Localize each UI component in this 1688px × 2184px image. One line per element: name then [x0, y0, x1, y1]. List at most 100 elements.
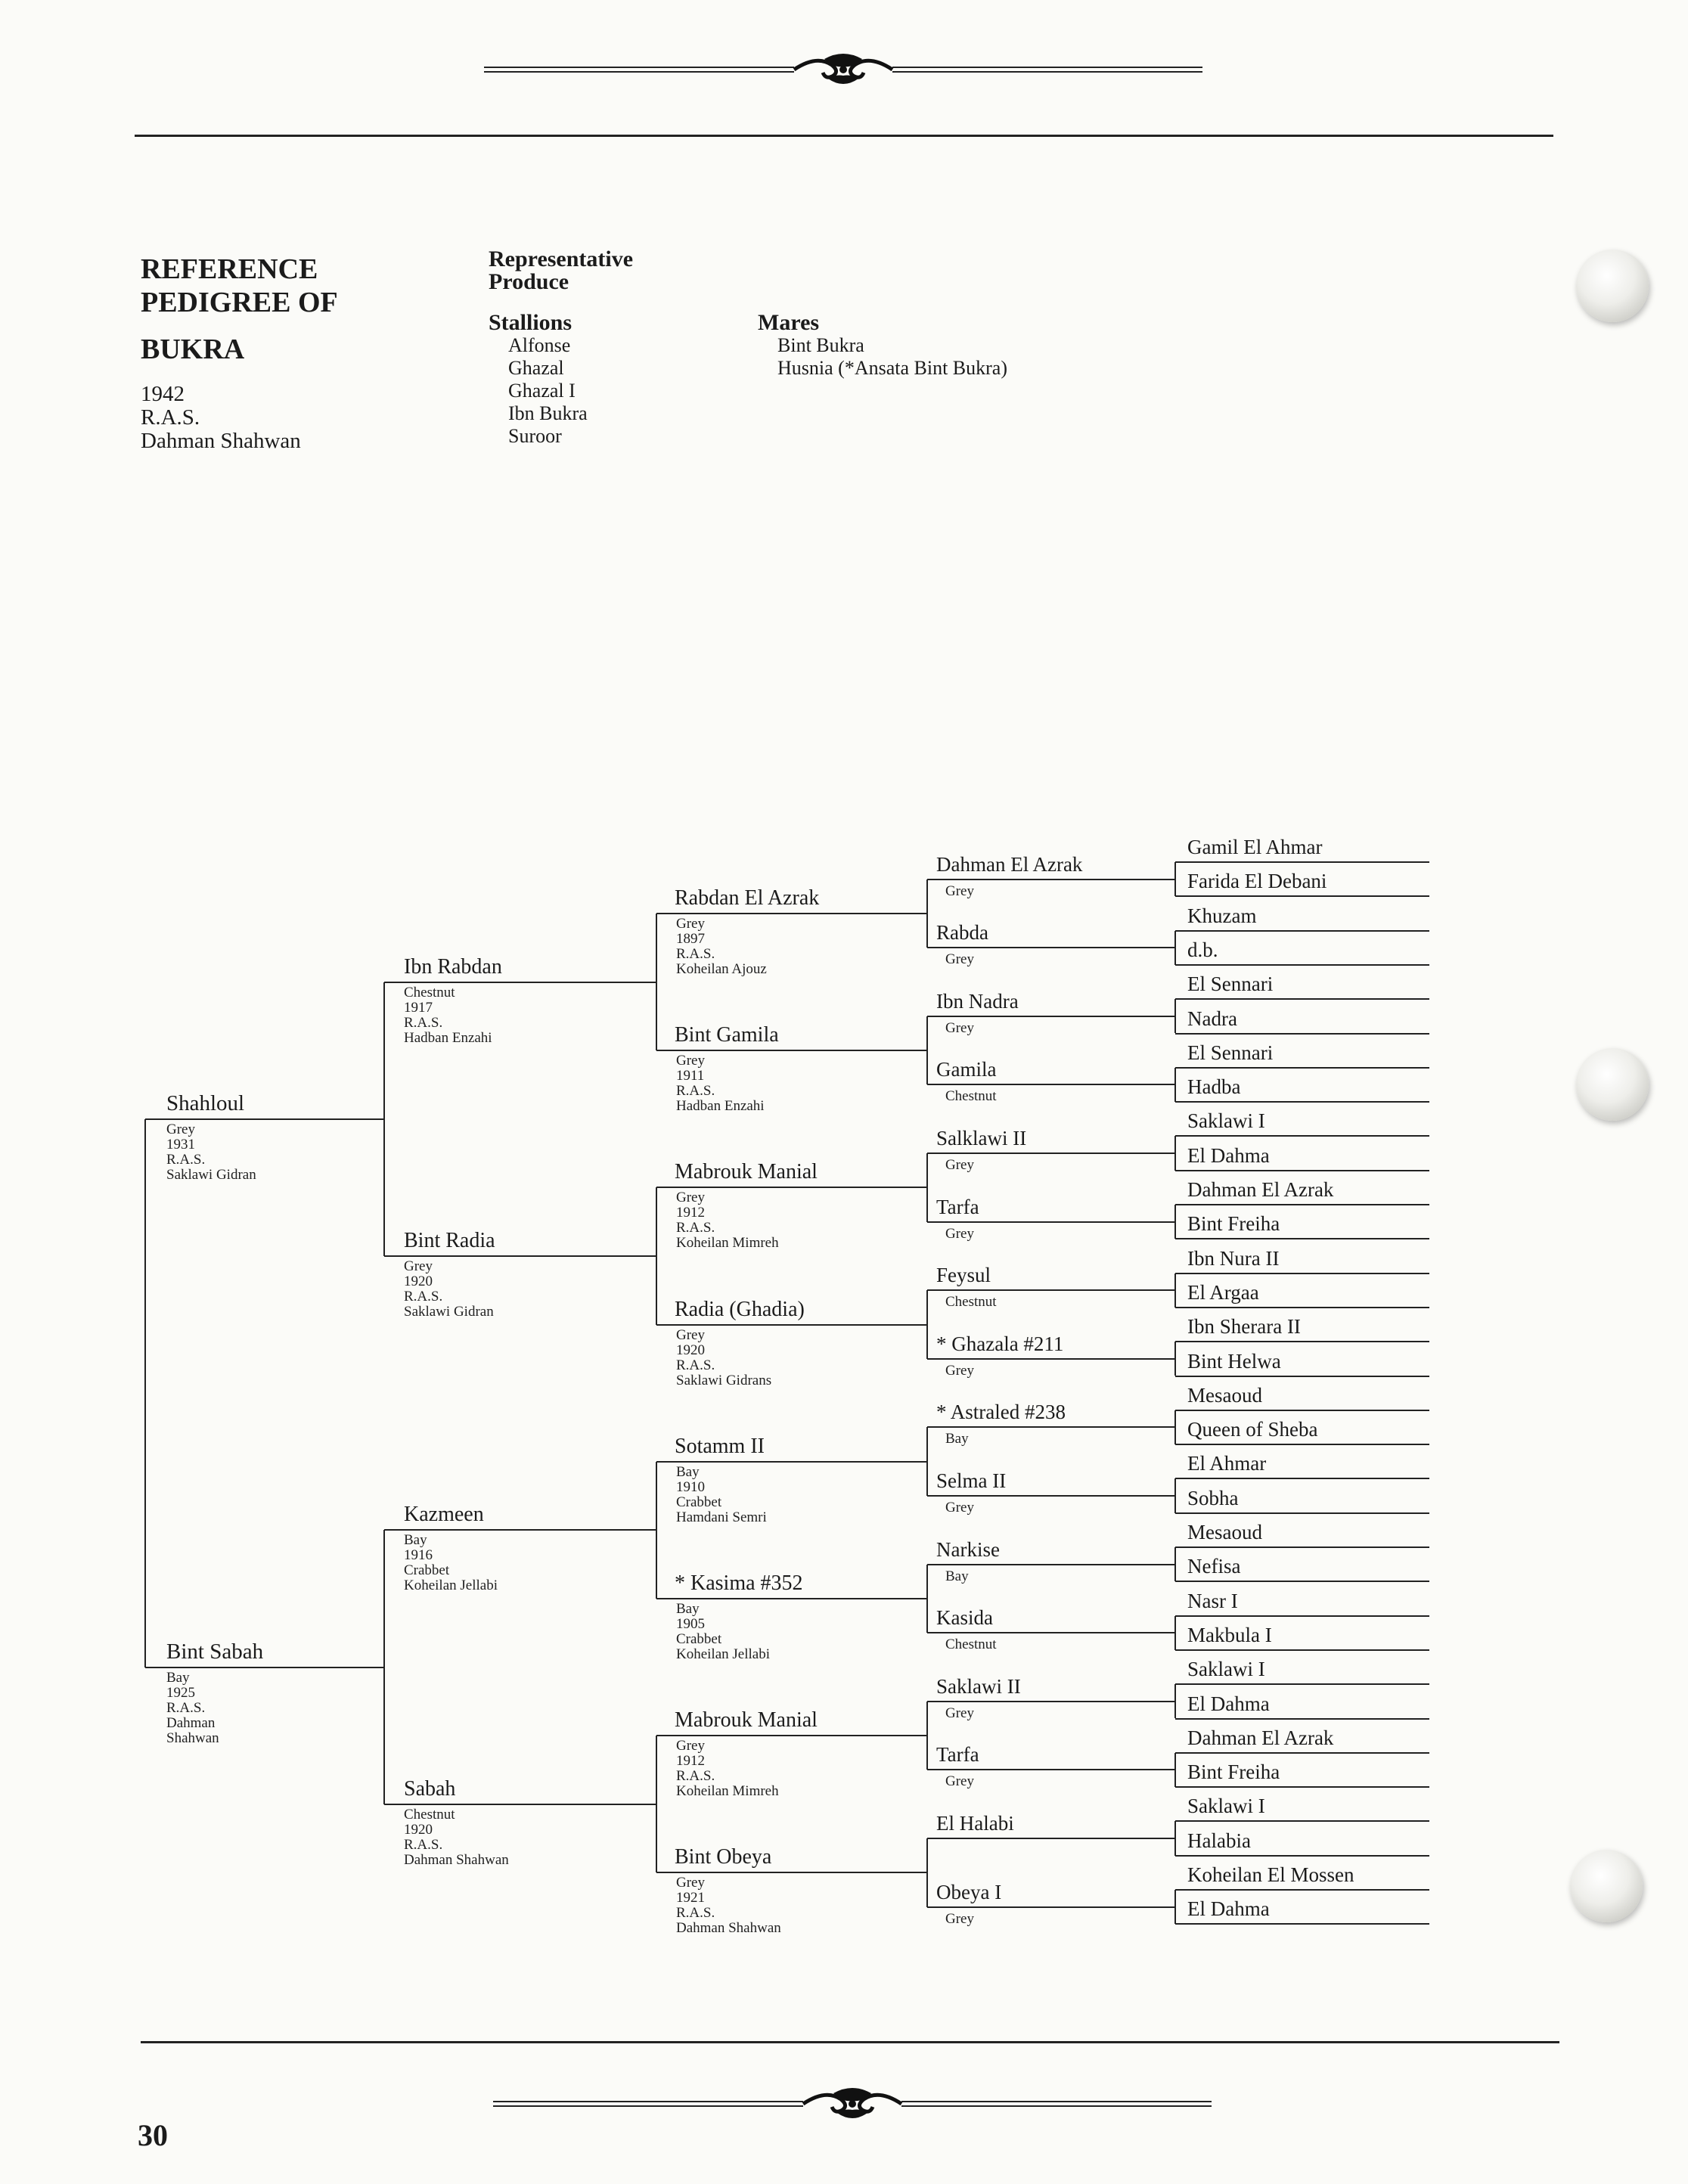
- detail-line: 1897: [676, 932, 767, 947]
- gen5-line: [1175, 1033, 1429, 1035]
- gen4-color: Chestnut: [945, 1637, 997, 1652]
- gen3-name: Bint Obeya: [675, 1847, 771, 1868]
- gen5-name: Saklawi I: [1187, 1111, 1265, 1131]
- gen4-color: Grey: [945, 1227, 974, 1242]
- gen4-color: Chestnut: [945, 1089, 997, 1104]
- gen3-line: [656, 1872, 927, 1873]
- gen4-name: Saklawi II: [936, 1677, 1021, 1697]
- gen5-name: Khuzam: [1187, 906, 1256, 926]
- gen4-line: [927, 1426, 1175, 1428]
- gen5-name: Mesaoud: [1187, 1522, 1262, 1543]
- detail-line: Saklawi Gidrans: [676, 1373, 771, 1388]
- gen4-color: Chestnut: [945, 1295, 997, 1310]
- gen5-name: Saklawi I: [1187, 1659, 1265, 1680]
- gen5-line: [1175, 1376, 1429, 1377]
- detail-line: 1920: [676, 1343, 771, 1358]
- gen4-line: [927, 1564, 1175, 1565]
- detail-line: R.A.S.: [676, 947, 767, 962]
- gen5-name: Bint Helwa: [1187, 1351, 1281, 1372]
- gen4-line: [927, 1289, 1175, 1291]
- gen4-color: Bay: [945, 1432, 969, 1447]
- gen5-name: Nefisa: [1187, 1556, 1240, 1577]
- gen2-line: [384, 982, 656, 983]
- gen4-color: Grey: [945, 1158, 974, 1173]
- detail-line: Grey: [676, 1875, 781, 1891]
- gen3-name: Bint Gamila: [675, 1025, 779, 1046]
- detail-line: 1912: [676, 1754, 779, 1769]
- detail-line: 1920: [404, 1274, 494, 1289]
- gen5-name: El Dahma: [1187, 1899, 1270, 1919]
- detail-line: Bay: [166, 1671, 219, 1686]
- gen5-name: Nasr I: [1187, 1591, 1238, 1612]
- gen4-line: [927, 1769, 1175, 1770]
- detail-line: Crabbet: [404, 1563, 498, 1578]
- gen4-name: Tarfa: [936, 1745, 979, 1765]
- detail-line: R.A.S.: [676, 1906, 781, 1921]
- gen5-line: [1175, 1170, 1429, 1171]
- gen1-line: [145, 1118, 384, 1120]
- gen5-line: [1175, 1581, 1429, 1582]
- detail-line: Koheilan Ajouz: [676, 962, 767, 977]
- gen5-line: [1175, 1752, 1429, 1754]
- gen1-name: Shahloul: [166, 1093, 244, 1115]
- gen5-name: Dahman El Azrak: [1187, 1180, 1333, 1200]
- gen5-name: El Sennari: [1187, 974, 1273, 994]
- gen5-name: El Dahma: [1187, 1694, 1270, 1714]
- gen4-line: [927, 1084, 1175, 1085]
- gen4-color: Grey: [945, 952, 974, 967]
- gen4-line: [927, 947, 1175, 948]
- gen5-name: Dahman El Azrak: [1187, 1728, 1333, 1748]
- scroll-ornament-icon: [493, 2080, 1212, 2125]
- gen5-name: Nadra: [1187, 1009, 1237, 1029]
- detail-line: R.A.S.: [676, 1358, 771, 1373]
- gen5-name: Bint Freiha: [1187, 1762, 1280, 1782]
- gen5-name: Gamil El Ahmar: [1187, 837, 1322, 858]
- gen2-name: Bint Radia: [404, 1230, 495, 1252]
- gen5-name: Farida El Debani: [1187, 871, 1327, 892]
- gen3-name: Sotamm II: [675, 1436, 765, 1457]
- gen1-name: Bint Sabah: [166, 1641, 263, 1663]
- gen4-line: [927, 1632, 1175, 1633]
- gen1-details: Bay1925R.A.S.DahmanShahwan: [166, 1671, 219, 1746]
- gen5-line: [1175, 1238, 1429, 1239]
- gen2-details: Chestnut1917R.A.S.Hadban Enzahi: [404, 985, 492, 1046]
- detail-line: Hamdani Semri: [676, 1510, 767, 1525]
- gen5-line: [1175, 1512, 1429, 1514]
- gen4-name: Dahman El Azrak: [936, 855, 1082, 875]
- gen5-name: Queen of Sheba: [1187, 1419, 1317, 1440]
- gen3-details: Grey1920R.A.S.Saklawi Gidrans: [676, 1328, 771, 1388]
- gen5-line: [1175, 1786, 1429, 1788]
- detail-line: Saklawi Gidran: [404, 1305, 494, 1320]
- detail-line: 1925: [166, 1686, 219, 1701]
- gen3-name: Rabdan El Azrak: [675, 888, 819, 909]
- gen2-details: Chestnut1920R.A.S.Dahman Shahwan: [404, 1807, 509, 1868]
- gen5-line: [1175, 1273, 1429, 1274]
- gen3-name: Radia (Ghadia): [675, 1299, 805, 1320]
- gen4-color: Grey: [945, 884, 974, 899]
- gen4-line: [927, 1221, 1175, 1223]
- gen3-details: Grey1911R.A.S.Hadban Enzahi: [676, 1053, 765, 1114]
- gen5-name: Bint Freiha: [1187, 1214, 1280, 1234]
- detail-line: Grey: [676, 1053, 765, 1069]
- gen4-name: Gamila: [936, 1059, 996, 1080]
- gen3-line: [656, 1050, 927, 1051]
- gen4-line: [927, 1906, 1175, 1908]
- gen4-name: * Ghazala #211: [936, 1334, 1063, 1354]
- detail-line: R.A.S.: [404, 1289, 494, 1305]
- gen4-name: El Halabi: [936, 1813, 1014, 1834]
- gen5-line: [1175, 1546, 1429, 1548]
- gen5-name: Hadba: [1187, 1077, 1240, 1097]
- detail-line: R.A.S.: [166, 1701, 219, 1716]
- gen5-line: [1175, 998, 1429, 1000]
- gen4-line: [927, 879, 1175, 880]
- gen4-line: [927, 1152, 1175, 1154]
- detail-line: Saklawi Gidran: [166, 1168, 256, 1183]
- gen3-line: [656, 1324, 927, 1326]
- gen2-line: [384, 1529, 656, 1531]
- detail-line: R.A.S.: [676, 1084, 765, 1099]
- gen3-line: [656, 913, 927, 914]
- gen5-line: [1175, 1101, 1429, 1103]
